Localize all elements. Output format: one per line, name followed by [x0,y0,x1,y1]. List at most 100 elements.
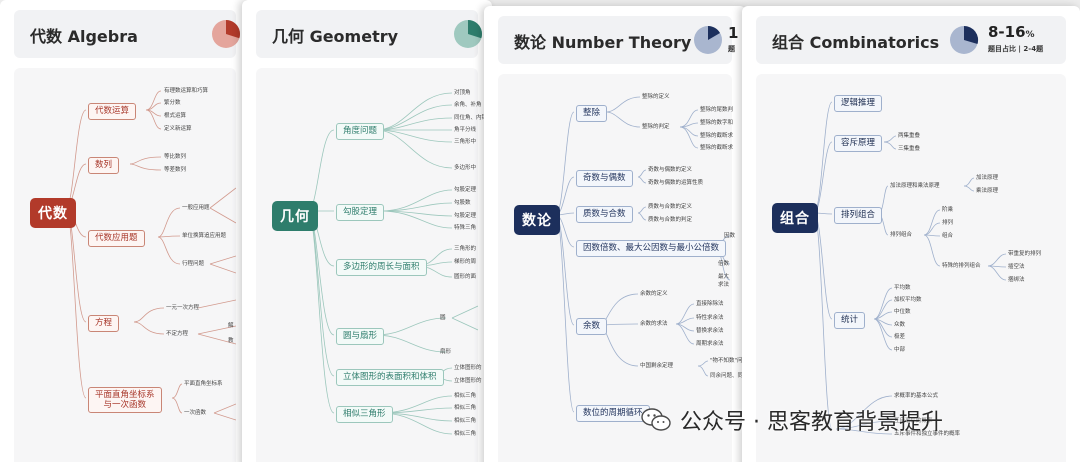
algebra-leaf: 有理数运算和巧算 [164,88,209,94]
combinatorics-category-2[interactable]: 排列组合 [834,207,883,224]
algebra-leaf: 一般应用题 [182,205,210,211]
algebra-category-1[interactable]: 数列 [88,157,120,174]
algebra-leaf: 不定方程 [166,331,189,337]
algebra-leaf: 繁分数 [164,100,181,106]
combinatorics-leaf: 中部 [894,347,906,353]
geometry-category-3[interactable]: 圆与扇形 [336,328,385,345]
algebra-category-4[interactable]: 平面直角坐标系 与一次函数 [88,387,162,413]
combinatorics-leaf: 两集重叠 [898,133,921,139]
geometry-category-2[interactable]: 多边形的周长与面积 [336,259,427,276]
combinatorics-leaf: 乘法原理 [976,188,999,194]
number-theory-leaf: 整除的截断求 [700,145,734,151]
geometry-leaf: 梯形的周 [454,259,477,265]
geometry-header: 几何 Geometry [256,10,482,58]
number-theory-category-3[interactable]: 因数倍数、最大公因数与最小公倍数 [576,240,727,257]
combinatorics-leaf: 组合 [942,233,954,239]
combinatorics-stat-unit: % [1025,30,1035,40]
combinatorics-leaf: 排列组合 [890,232,913,238]
number-theory-category-2[interactable]: 质数与合数 [576,206,633,223]
combinatorics-leaf: 中位数 [894,309,911,315]
number-theory-stat-caption: 题 [728,45,735,53]
geometry-leaf: 立体图形的 [454,365,482,371]
algebra-leaf: 单位换算追应用题 [182,233,227,239]
geometry-leaf: 特殊三角 [454,225,477,231]
geometry-leaf: 圆形的面 [454,274,477,280]
combinatorics-category-3[interactable]: 统计 [834,312,866,329]
number-theory-leaf: 余数的定义 [640,291,668,297]
algebra-leaf: 定义新运算 [164,126,192,132]
combinatorics-leaf: 加权平均数 [894,297,922,303]
geometry-leaf: 相似三角 [454,431,477,437]
geometry-leaf: 立体图形的 [454,378,482,384]
number-theory-leaf: 奇数与偶数的运算性质 [648,180,704,186]
combinatorics-leaf: 互斥事件的概率 [894,418,933,424]
number-theory-card[interactable]: 数论 Number Theory 1 题 数论 整除 奇数与偶数 [484,6,746,462]
geometry-leaf: 勾股数 [454,200,471,206]
combinatorics-root-node: 组合 [772,203,818,233]
algebra-mindmap: 代数 代数运算 数列 代数应用题 方程 平面直角坐标系 与一次函数 有理数运算和… [14,68,236,462]
combinatorics-leaf: 排列 [942,220,954,226]
algebra-header: 代数 Algebra [14,10,240,58]
number-theory-leaf: 整除的数字和 [700,120,734,126]
combinatorics-stat-caption: 题目占比 | 2-4题 [988,45,1044,53]
number-theory-pie-icon [694,26,722,54]
number-theory-root-node: 数论 [514,205,560,235]
geometry-category-5[interactable]: 相似三角形 [336,406,393,423]
algebra-category-0[interactable]: 代数运算 [88,103,137,120]
combinatorics-mindmap: 组合 逻辑推理 容斥原理 排列组合 统计 两集重叠 三集重叠 加法原理和乘法原理… [756,74,1066,462]
geometry-category-1[interactable]: 勾股定理 [336,204,385,221]
algebra-category-3[interactable]: 方程 [88,315,120,332]
combinatorics-category-1[interactable]: 容斥原理 [834,135,883,152]
geometry-card[interactable]: 几何 Geometry 几何 角度问题 勾股定理 多边形的周长与面积 [242,0,492,462]
algebra-leaf: 等差数列 [164,167,187,173]
number-theory-leaf: 求法 [718,282,730,288]
geometry-leaf: 对顶角 [454,90,471,96]
number-theory-leaf: 同余问题、同 [710,373,744,379]
number-theory-stat-value: 1 [728,24,739,42]
combinatorics-leaf: 插空法 [1008,264,1025,270]
combinatorics-leaf: 带重复的排列 [1008,251,1042,257]
geometry-leaf: 三角形中 [454,139,477,145]
geometry-leaf: 余角、补角 [454,102,482,108]
number-theory-leaf: 直接除除法 [696,301,724,307]
number-theory-leaf: 整除的判定 [642,124,670,130]
geometry-leaf: 扇形 [440,349,452,355]
geometry-leaf: 同位角、内错 [454,115,488,121]
number-theory-category-4[interactable]: 余数 [576,318,608,335]
combinatorics-leaf: 三集重叠 [898,146,921,152]
geometry-title: 几何 Geometry [272,27,399,46]
number-theory-mindmap: 数论 整除 奇数与偶数 质数与合数 因数倍数、最大公因数与最小公倍数 余数 数位… [498,74,743,462]
algebra-category-2[interactable]: 代数应用题 [88,230,145,247]
geometry-leaf: 勾股定理 [454,213,477,219]
algebra-title: 代数 Algebra [30,27,138,46]
algebra-leaf: 平面直角坐标系 [184,381,223,387]
wechat-icon [641,408,671,431]
number-theory-leaf: 替换求余法 [696,328,724,334]
number-theory-leaf: 整除的尾数判 [700,107,734,113]
geometry-root-node: 几何 [272,201,318,231]
geometry-leaf: 三角形的 [454,246,477,252]
geometry-leaf: 多边形中 [454,165,477,171]
combinatorics-pie-icon [950,25,979,54]
number-theory-leaf: 中国剩余定理 [640,363,674,369]
combinatorics-leaf: 阶乘 [942,207,954,213]
number-theory-category-5[interactable]: 数位的周期循环 [576,405,650,422]
number-theory-leaf: 奇数与偶数的定义 [648,167,693,173]
algebra-leaf: 教 [228,338,234,344]
number-theory-category-0[interactable]: 整除 [576,105,608,122]
number-theory-leaf: 余数的求法 [640,321,668,327]
number-theory-leaf: 最大 [718,274,730,280]
algebra-card[interactable]: 代数 Algebra 代数 代数运算 数列 代数应用题 方程 平面直角坐标系 [0,0,250,462]
number-theory-leaf: 整除的定义 [642,94,670,100]
combinatorics-card[interactable]: 组合 Combinatorics 8-16% 题目占比 | 2-4题 [742,6,1080,462]
number-theory-leaf: 倍数 [718,261,730,267]
number-theory-title: 数论 Number Theory [514,33,692,52]
geometry-category-0[interactable]: 角度问题 [336,123,385,140]
number-theory-leaf: 因数 [724,233,736,239]
combinatorics-category-0[interactable]: 逻辑推理 [834,95,883,112]
geometry-category-4[interactable]: 立体图形的表面积和体积 [336,369,444,386]
algebra-leaf: 等比数列 [164,154,187,160]
algebra-pie-icon [212,20,240,48]
geometry-mindmap: 几何 角度问题 勾股定理 多边形的周长与面积 圆与扇形 立体图形的表面积和体积 … [256,68,487,462]
number-theory-category-1[interactable]: 奇数与偶数 [576,170,633,187]
